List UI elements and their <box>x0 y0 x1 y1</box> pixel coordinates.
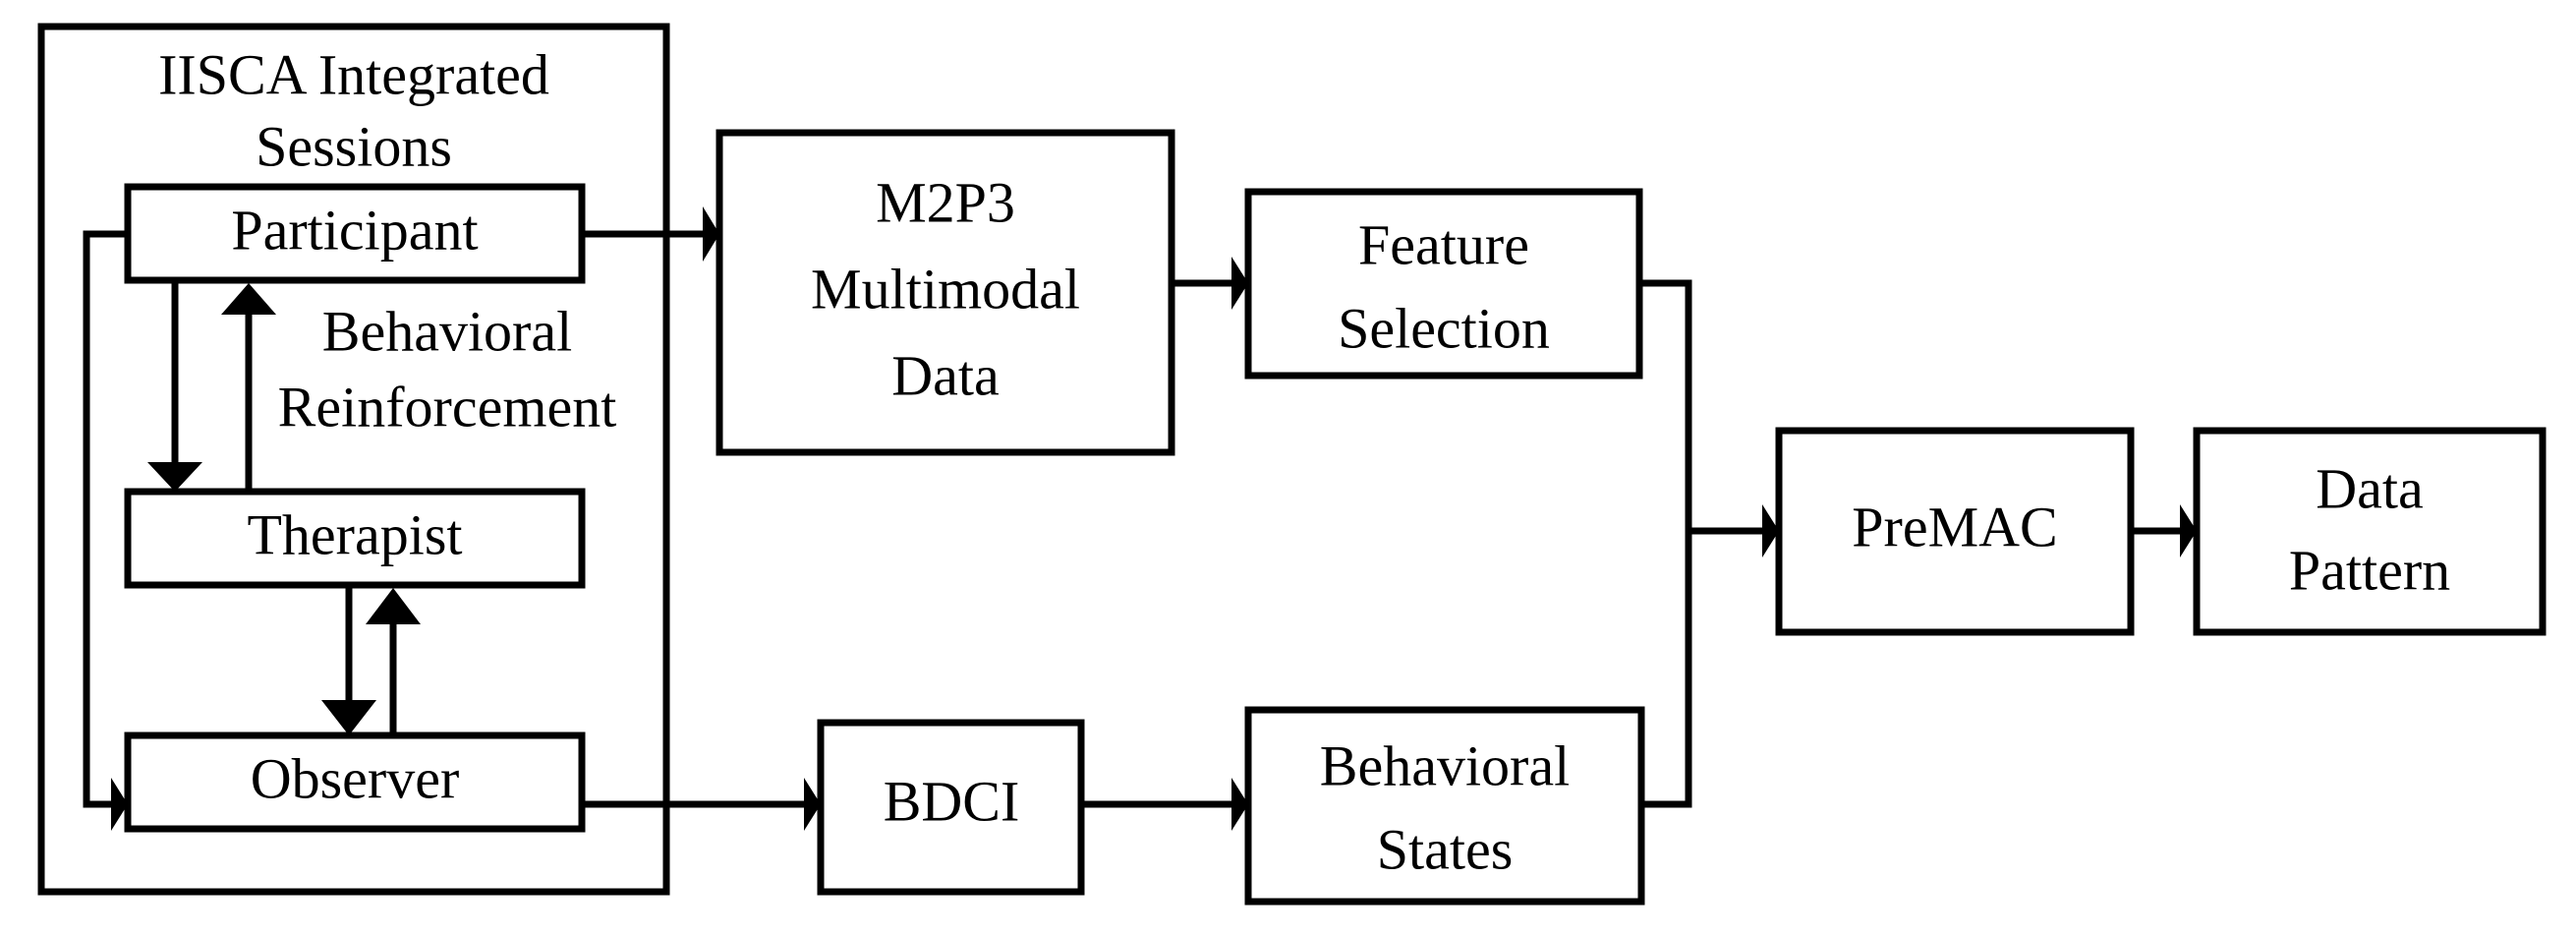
edge-participant-to-m2p3 <box>582 206 719 262</box>
arrowhead-observer-in-left <box>111 778 128 831</box>
edge-observer-to-bdci <box>582 778 821 831</box>
edge-m2p3-to-feature-selection <box>1172 257 1248 310</box>
m2p3-box[interactable] <box>716 129 1175 456</box>
feature-selection-label-line1: Feature <box>1358 212 1529 276</box>
behavioral-reinforcement-line1: Behavioral <box>322 299 572 363</box>
edge-observer-to-therapist <box>366 588 421 735</box>
node-m2p3-multimodal-data[interactable]: M2P3 Multimodal Data <box>716 129 1175 456</box>
node-feature-selection[interactable]: Feature Selection <box>1244 188 1643 380</box>
node-data-pattern[interactable]: Data Pattern <box>2193 427 2547 636</box>
edge-therapist-to-observer <box>321 585 376 735</box>
arrowhead-observer-in-top <box>321 700 376 735</box>
arrowhead-therapist-in-top <box>147 462 202 492</box>
data-pattern-box[interactable] <box>2193 427 2547 636</box>
behavioral-states-box[interactable] <box>1244 706 1645 906</box>
data-pattern-label-line1: Data <box>2316 456 2424 520</box>
arrowhead-therapist-in-bottom <box>366 588 421 624</box>
node-observer[interactable]: Observer <box>124 732 586 833</box>
arrowhead-m2p3-in <box>703 206 719 262</box>
edge-participant-to-observer <box>83 230 128 831</box>
arrowhead-behavioral-states-in <box>1231 778 1248 831</box>
bdci-label: BDCI <box>884 769 1020 833</box>
arrowhead-premac-in <box>1762 504 1779 557</box>
behavioral-reinforcement-label: Behavioral Reinforcement <box>278 299 617 439</box>
edge-bdci-to-behavioral-states <box>1081 778 1248 831</box>
node-bdci[interactable]: BDCI <box>817 719 1085 896</box>
arrowhead-bdci-in <box>804 778 821 831</box>
m2p3-label-line3: Data <box>891 343 1000 407</box>
participant-label: Participant <box>231 198 478 262</box>
edge-feature-selection-to-premac <box>1639 279 1779 557</box>
m2p3-label-line2: Multimodal <box>811 257 1080 321</box>
arrowhead-data-pattern-in <box>2180 504 2197 557</box>
observer-box[interactable] <box>124 732 586 833</box>
behavioral-states-label-line2: States <box>1377 817 1514 881</box>
edge-therapist-to-participant <box>221 283 276 492</box>
group-border <box>37 23 670 896</box>
m2p3-label-line1: M2P3 <box>876 170 1015 234</box>
node-behavioral-states[interactable]: Behavioral States <box>1244 706 1645 906</box>
feature-selection-label-line2: Selection <box>1338 296 1550 360</box>
group-iisca-integrated-sessions: IISCA Integrated Sessions <box>37 23 670 896</box>
edge-behavioral-states-to-premac <box>1641 531 1692 808</box>
behavioral-states-label-line1: Behavioral <box>1320 733 1570 797</box>
premac-box[interactable] <box>1775 427 2135 636</box>
group-label-line2: Sessions <box>256 114 452 178</box>
arrowhead-participant-in-bottom <box>221 283 276 315</box>
arrowhead-feature-selection-in <box>1231 257 1248 310</box>
node-participant[interactable]: Participant <box>124 183 586 284</box>
data-pattern-label-line2: Pattern <box>2289 538 2450 602</box>
behavioral-reinforcement-line2: Reinforcement <box>278 375 617 439</box>
therapist-label: Therapist <box>247 502 462 566</box>
edge-participant-to-therapist <box>147 280 202 492</box>
premac-label: PreMAC <box>1852 495 2057 558</box>
participant-box[interactable] <box>124 183 586 284</box>
node-premac[interactable]: PreMAC <box>1775 427 2135 636</box>
edge-premac-to-data-pattern <box>2131 504 2197 557</box>
group-label-line1: IISCA Integrated <box>158 42 549 106</box>
node-therapist[interactable]: Therapist <box>124 488 586 589</box>
feature-selection-box[interactable] <box>1244 188 1643 380</box>
observer-label: Observer <box>251 746 460 810</box>
therapist-box[interactable] <box>124 488 586 589</box>
